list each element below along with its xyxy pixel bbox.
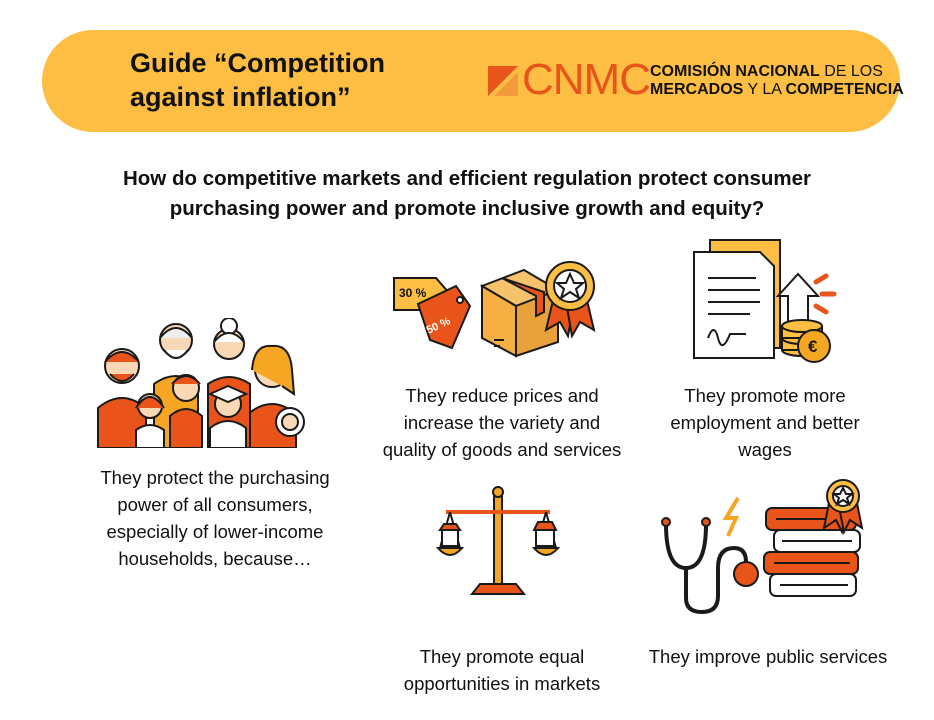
balance-scale-icon	[436, 486, 560, 595]
price-tag-box-icon: 30 % 50 %	[390, 256, 600, 366]
public-services-caption: They improve public services	[648, 646, 888, 667]
cnmc-logo: CNMC COMISIÓN NACIONAL DE LOS MERCADOS Y…	[486, 58, 904, 102]
employment-caption: They promote more employment and better …	[670, 385, 860, 460]
family-icon	[97, 318, 305, 448]
prices-caption: They reduce prices and increase the vari…	[382, 385, 622, 460]
equality-caption: They promote equal opportunities in mark…	[403, 646, 601, 694]
discount-tag-30: 30 %	[399, 286, 427, 300]
guide-title: Guide “Competition against inflation”	[130, 48, 385, 112]
header-banner: Guide “Competition against inflation” CN…	[42, 30, 904, 132]
stethoscope-books-icon	[661, 479, 864, 615]
contract-coins-icon: €	[693, 239, 837, 363]
svg-text:€: €	[808, 337, 818, 356]
families-caption: They protect the purchasing power of all…	[100, 467, 330, 569]
cnmc-mark-icon	[488, 66, 518, 96]
cnmc-acronym: CNMC	[522, 55, 651, 104]
cnmc-full-name: COMISIÓN NACIONAL DE LOS MERCADOS Y LA C…	[650, 63, 904, 98]
main-question: How do competitive markets and efficient…	[122, 167, 812, 220]
